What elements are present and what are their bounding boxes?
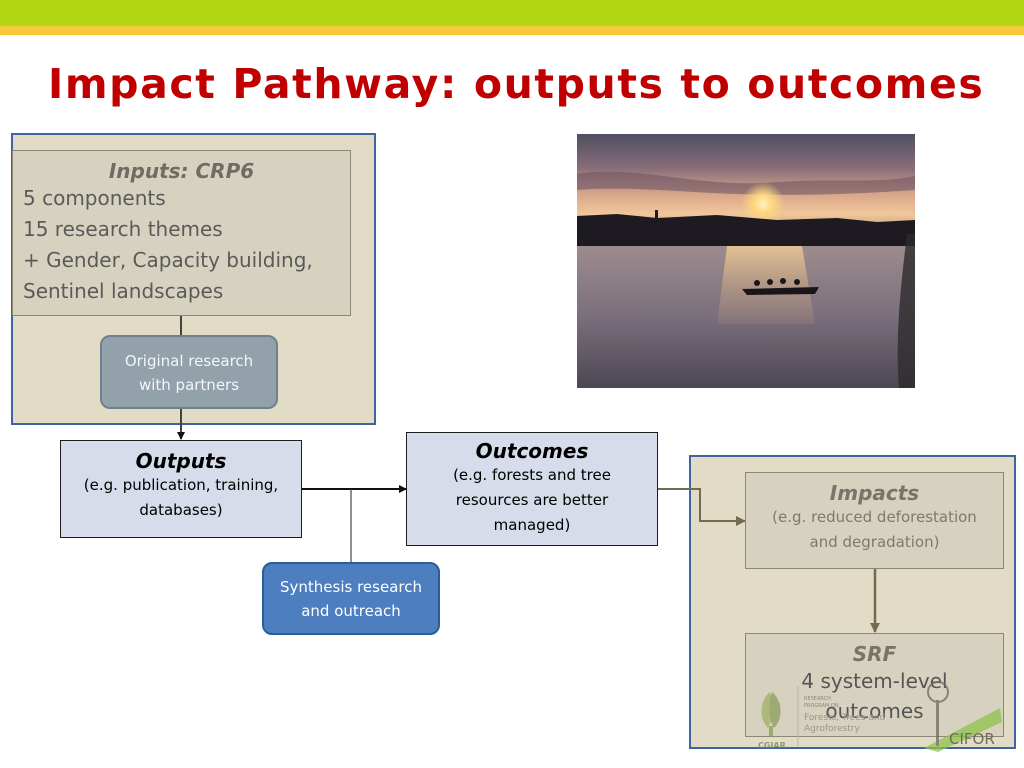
outputs-line: (e.g. publication, training, — [83, 476, 279, 494]
srf-line: outcomes — [825, 699, 924, 723]
cifor-logo-text: CIFOR — [949, 730, 995, 748]
impacts-line: and degradation) — [809, 533, 940, 551]
inputs-line: + Gender, Capacity building, — [23, 248, 313, 272]
cgiar-leaf-icon — [761, 692, 781, 736]
partner-logos: CGIAR RESEARCH PROGRAM ON Forests, Trees… — [748, 678, 1008, 754]
outcomes-heading: Outcomes — [475, 439, 589, 463]
program-line: Forests, Trees and — [804, 713, 885, 723]
impacts-box: Impacts (e.g. reduced deforestation and … — [745, 472, 1004, 569]
outcomes-line: managed) — [493, 516, 571, 534]
pill-line: with partners — [138, 376, 240, 394]
slide-title: Impact Pathway: outputs to outcomes — [48, 60, 985, 108]
impacts-heading: Impacts — [829, 481, 920, 505]
outcomes-line: (e.g. forests and tree — [453, 466, 611, 484]
outputs-box: Outputs (e.g. publication, training, dat… — [60, 440, 302, 538]
inputs-line: 15 research themes — [23, 217, 223, 241]
outcomes-to-impacts-connector — [657, 488, 746, 526]
inputs-box: Inputs: CRP6 5 components 15 research th… — [12, 150, 351, 316]
srf-box: SRF 4 system-level outcomes — [745, 633, 1004, 737]
logos-graphic: CGIAR RESEARCH PROGRAM ON Forests, Trees… — [758, 681, 1002, 752]
synthesis-pill: Synthesis research and outreach — [262, 562, 440, 635]
program-line: RESEARCH — [804, 696, 831, 702]
sunset-river-photo — [577, 134, 915, 388]
cgiar-logo-text: CGIAR — [758, 741, 786, 750]
outcomes-line: resources are better — [455, 491, 609, 509]
original-research-pill: Original research with partners — [100, 335, 278, 409]
inputs-line: Sentinel landscapes — [23, 279, 224, 303]
outputs-line: databases) — [139, 501, 223, 519]
pill-line: Synthesis research — [280, 578, 422, 596]
outcomes-box: Outcomes (e.g. forests and tree resource… — [406, 432, 658, 546]
cifor-tree-icon — [924, 681, 1002, 752]
srf-heading: SRF — [852, 642, 897, 666]
srf-line: 4 system-level — [801, 669, 948, 693]
inputs-heading: Inputs: CRP6 — [108, 159, 255, 183]
program-line: Agroforestry — [804, 724, 861, 734]
inputs-line: 5 components — [23, 186, 166, 210]
top-green-bar — [0, 0, 1024, 26]
impacts-line: (e.g. reduced deforestation — [772, 508, 977, 526]
pill-line: and outreach — [301, 602, 401, 620]
top-accent-bar — [0, 26, 1024, 35]
program-line: PROGRAM ON — [804, 703, 839, 709]
pill-line: Original research — [124, 352, 254, 370]
outputs-heading: Outputs — [135, 449, 227, 473]
